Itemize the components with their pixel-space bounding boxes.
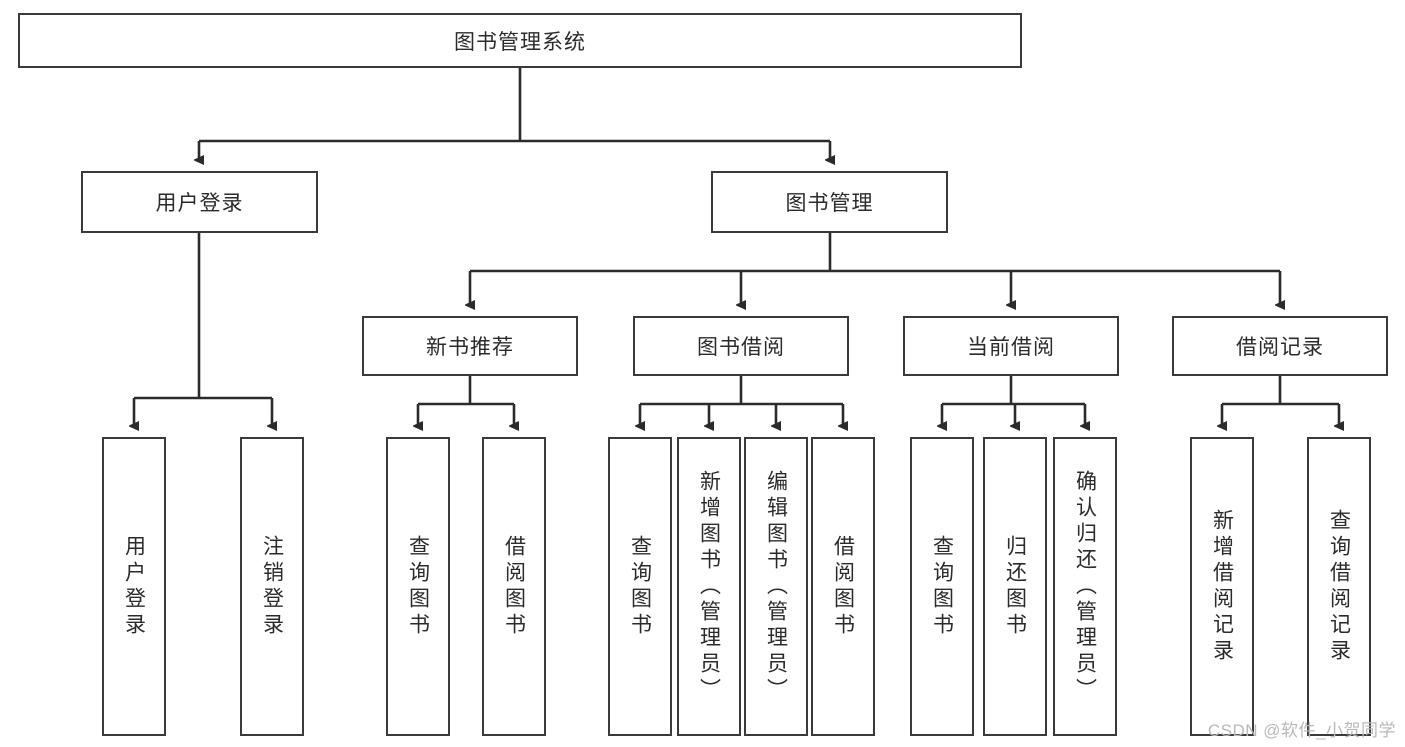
leaf-add-book-admin[interactable]: 新增图书（管理员） [677, 437, 741, 736]
edge-group-new-book [418, 376, 514, 426]
leaf-borrow-book-recommend-label: 借阅图书 [502, 534, 526, 639]
edge-group-borrow-record [1222, 376, 1339, 426]
leaf-query-book-current[interactable]: 查询图书 [910, 437, 974, 736]
leaf-return-book-label: 归还图书 [1003, 534, 1027, 639]
edge-group-current-borrow [942, 376, 1085, 426]
leaf-query-borrow-record-label: 查询借阅记录 [1327, 508, 1351, 665]
edge-group-user-login [134, 233, 272, 426]
leaf-query-book-borrow[interactable]: 查询图书 [608, 437, 672, 736]
node-book-borrow-label: 图书借阅 [697, 336, 785, 359]
node-borrow-record-label: 借阅记录 [1236, 336, 1324, 359]
leaf-user-login[interactable]: 用户登录 [102, 437, 166, 736]
node-root-label: 图书管理系统 [454, 30, 586, 54]
node-borrow-record[interactable]: 借阅记录 [1172, 316, 1388, 376]
node-user-login-label: 用户登录 [155, 192, 244, 215]
leaf-borrow-book-recommend[interactable]: 借阅图书 [482, 437, 546, 736]
node-user-login[interactable]: 用户登录 [81, 171, 318, 233]
node-root[interactable]: 图书管理系统 [18, 13, 1022, 68]
leaf-query-book-current-label: 查询图书 [930, 534, 954, 639]
node-book-borrow[interactable]: 图书借阅 [633, 316, 849, 376]
watermark-text: CSDN @软件_小贺同学 [1207, 721, 1396, 740]
leaf-logout[interactable]: 注销登录 [240, 437, 304, 736]
edge-group-book-mgmt [470, 233, 1280, 305]
node-current-borrow[interactable]: 当前借阅 [903, 316, 1119, 376]
leaf-query-book-borrow-label: 查询图书 [628, 534, 652, 639]
edge-group-borrow-book [640, 376, 843, 426]
leaf-borrow-book-label: 借阅图书 [831, 534, 855, 639]
leaf-logout-label: 注销登录 [260, 534, 284, 639]
leaf-return-book[interactable]: 归还图书 [983, 437, 1047, 736]
leaf-borrow-book[interactable]: 借阅图书 [811, 437, 875, 736]
node-current-borrow-label: 当前借阅 [967, 336, 1055, 359]
leaf-edit-book-admin-label: 编辑图书（管理员） [764, 469, 788, 704]
leaf-query-book-recommend[interactable]: 查询图书 [386, 437, 450, 736]
leaf-add-borrow-record[interactable]: 新增借阅记录 [1190, 437, 1254, 736]
node-new-book-recommend-label: 新书推荐 [426, 336, 514, 359]
leaf-user-login-label: 用户登录 [122, 534, 146, 639]
edge-group-root [199, 68, 830, 160]
leaf-query-borrow-record[interactable]: 查询借阅记录 [1307, 437, 1371, 736]
leaf-query-book-recommend-label: 查询图书 [406, 534, 430, 639]
node-book-management[interactable]: 图书管理 [711, 171, 948, 233]
node-book-management-label: 图书管理 [785, 192, 874, 215]
node-new-book-recommend[interactable]: 新书推荐 [362, 316, 578, 376]
leaf-edit-book-admin[interactable]: 编辑图书（管理员） [744, 437, 808, 736]
leaf-add-book-admin-label: 新增图书（管理员） [697, 469, 721, 704]
leaf-add-borrow-record-label: 新增借阅记录 [1210, 508, 1234, 665]
leaf-confirm-return-admin-label: 确认归还（管理员） [1073, 469, 1097, 704]
leaf-confirm-return-admin[interactable]: 确认归还（管理员） [1053, 437, 1117, 736]
